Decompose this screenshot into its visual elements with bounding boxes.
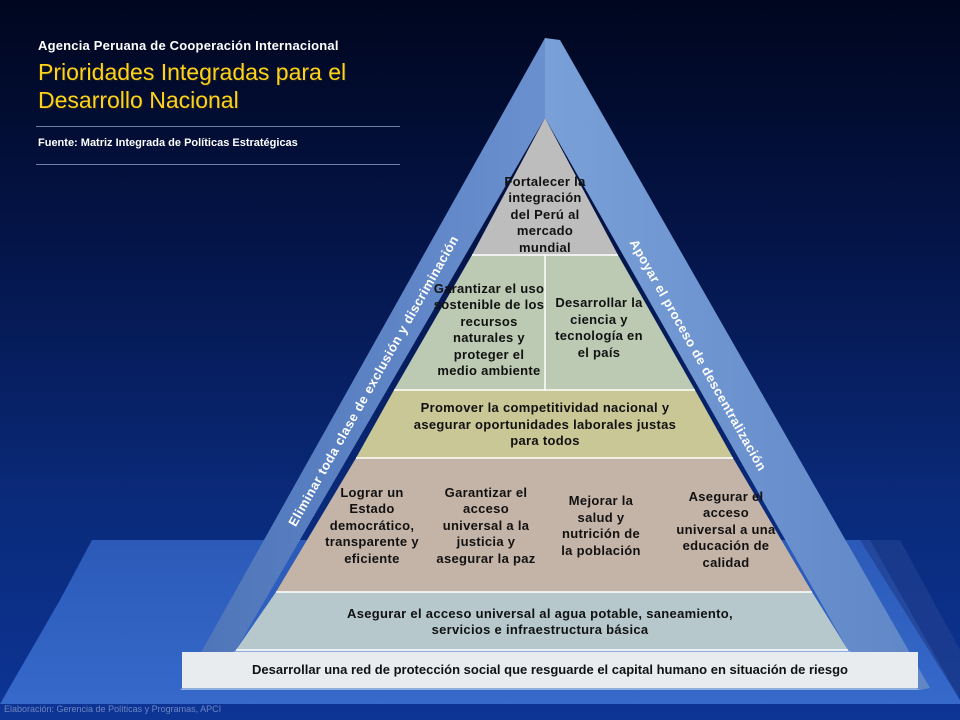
priority-natural-resources: Garantizar el uso sostenible de los recu…	[433, 280, 545, 379]
level-5	[236, 592, 848, 650]
agency-name: Agencia Peruana de Cooperación Internaci…	[38, 38, 339, 53]
priority-science-technology: Desarrollar la ciencia y tecnología en e…	[555, 295, 643, 360]
level-3	[356, 390, 733, 458]
floor-shadow	[860, 540, 960, 700]
level-apex	[472, 118, 618, 255]
divider	[36, 164, 400, 165]
priority-education: Asegurar el acceso universal a una educa…	[676, 488, 776, 570]
priority-state: Lograr un Estado democrático, transparen…	[325, 484, 419, 566]
priority-health: Mejorar la salud y nutrición de la pobla…	[561, 493, 641, 558]
level-base	[182, 652, 918, 688]
level-4	[276, 458, 812, 592]
credit-note: Elaboración: Gerencia de Políticas y Pro…	[4, 704, 222, 714]
source-note: Fuente: Matriz Integrada de Políticas Es…	[38, 137, 298, 149]
priority-basic-services: Asegurar el acceso universal al agua pot…	[347, 605, 733, 638]
priority-competitiveness: Promover la competitividad nacional y as…	[413, 400, 677, 449]
priority-justice: Garantizar el acceso universal a la just…	[436, 484, 536, 566]
apex-priority: Fortalecer la integración del Perú al me…	[504, 173, 586, 255]
divider	[36, 126, 400, 127]
frame-right-face	[545, 38, 930, 690]
frame-left-face	[180, 38, 545, 690]
priority-social-protection: Desarrollar una red de protección social…	[251, 661, 848, 677]
page-title: Prioridades Integradas para el Desarroll…	[38, 59, 347, 113]
